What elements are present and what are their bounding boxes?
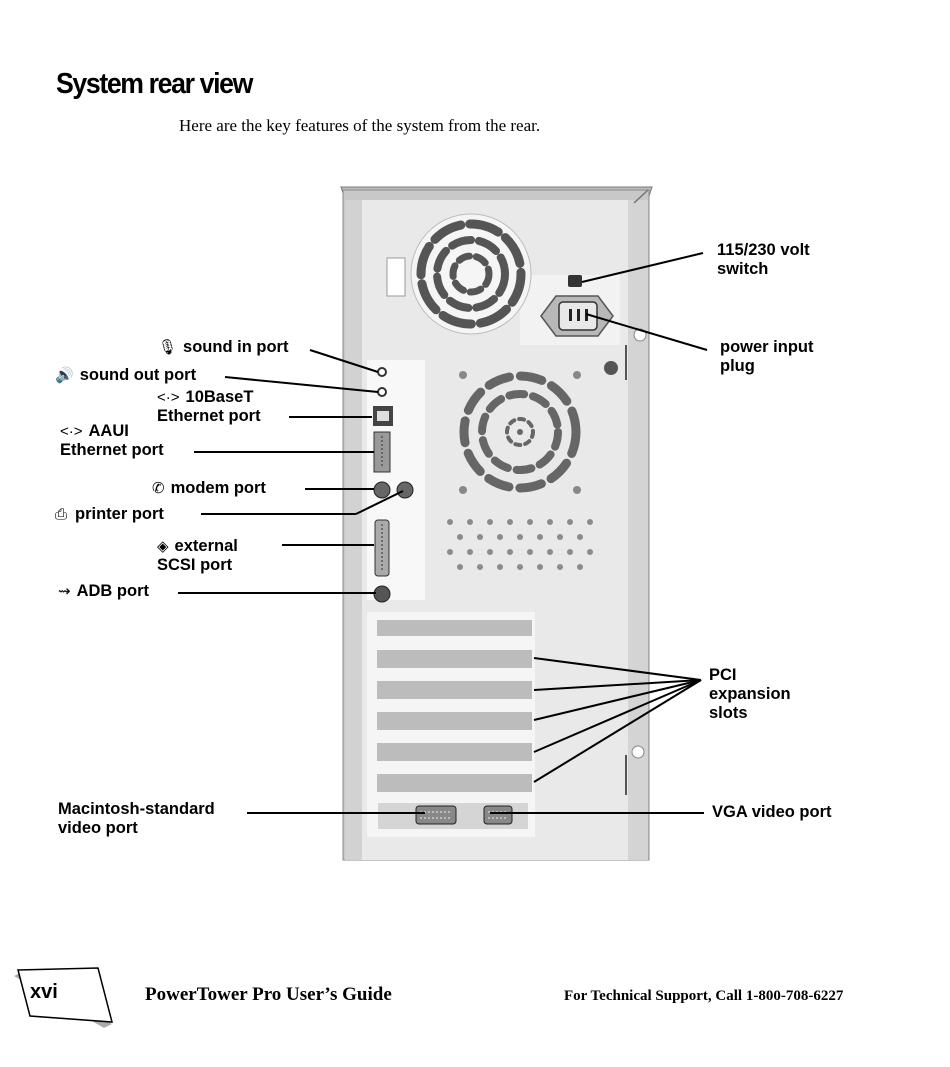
- vent-hole: [447, 549, 453, 555]
- callout-vga-video-port: VGA video port: [712, 803, 832, 821]
- system-fan: [459, 371, 581, 493]
- adb-icon: ⇝: [58, 583, 71, 600]
- vent-hole: [537, 564, 543, 570]
- callout-adb-port: ⇝ADB port: [58, 582, 149, 600]
- vent-hole: [577, 564, 583, 570]
- vent-hole: [467, 549, 473, 555]
- vent-hole: [467, 519, 473, 525]
- io-panel: [367, 360, 425, 603]
- vent-hole: [497, 534, 503, 540]
- callout-aaui-ethernet: <·>AAUI Ethernet port: [60, 422, 164, 459]
- vent-hole: [547, 519, 553, 525]
- vent-hole: [477, 564, 483, 570]
- callout-10baset-ethernet: <·>10BaseT Ethernet port: [157, 388, 261, 425]
- vent-hole: [507, 519, 513, 525]
- ethernet-arrows-icon: <·>: [157, 389, 180, 406]
- vent-hole: [587, 549, 593, 555]
- power-supply: [386, 257, 620, 375]
- vent-holes: [447, 519, 593, 570]
- vent-hole: [457, 564, 463, 570]
- video-ports: [378, 803, 528, 829]
- vent-hole: [497, 564, 503, 570]
- telephone-icon: ✆: [152, 480, 165, 497]
- vent-hole: [487, 519, 493, 525]
- page-number-tab: [14, 967, 113, 1028]
- fan-screws: [459, 371, 581, 494]
- vent-hole: [557, 564, 563, 570]
- page-title: System rear view: [56, 68, 253, 100]
- callout-power-input-plug: power input plug: [720, 338, 814, 375]
- callout-macintosh-video-port: Macintosh-standard video port: [58, 800, 215, 837]
- vent-hole: [447, 519, 453, 525]
- vent-hole: [507, 549, 513, 555]
- vent-hole: [537, 534, 543, 540]
- vent-hole: [567, 549, 573, 555]
- callout-voltage-switch: 115/230 volt switch: [717, 241, 810, 278]
- vent-hole: [567, 519, 573, 525]
- callout-printer-port: ⎙printer port: [55, 505, 164, 523]
- leader-lines: [178, 252, 708, 814]
- ethernet-arrows-icon: <·>: [60, 423, 83, 440]
- page-number: xvi: [30, 981, 58, 1003]
- speaker-icon: 🔊: [55, 367, 74, 384]
- microphone-icon: 🎙: [158, 339, 178, 356]
- vent-hole: [517, 564, 523, 570]
- vent-hole: [557, 534, 563, 540]
- callout-sound-out-port: 🔊sound out port: [55, 366, 197, 384]
- scsi-diamond-icon: ◈: [157, 538, 169, 555]
- callout-external-scsi-port: ◈external SCSI port: [157, 537, 238, 574]
- printer-icon: ⎙: [55, 506, 68, 523]
- vent-hole: [587, 519, 593, 525]
- power-supply-fan: [410, 213, 532, 335]
- pci-slots: [367, 612, 535, 837]
- vent-hole: [487, 549, 493, 555]
- support-line: For Technical Support, Call 1-800-708-62…: [564, 988, 844, 1004]
- vent-hole: [577, 534, 583, 540]
- intro-text: Here are the key features of the system …: [179, 116, 541, 135]
- vent-hole: [477, 534, 483, 540]
- vent-hole: [517, 534, 523, 540]
- callout-pci-expansion-slots: PCI expansion slots: [709, 666, 791, 722]
- vent-hole: [457, 534, 463, 540]
- vent-hole: [527, 519, 533, 525]
- callout-sound-in-port: 🎙sound in port: [158, 338, 289, 356]
- vent-hole: [527, 549, 533, 555]
- callout-modem-port: ✆modem port: [152, 479, 266, 497]
- vent-hole: [547, 549, 553, 555]
- book-title: PowerTower Pro User’s Guide: [145, 984, 392, 1005]
